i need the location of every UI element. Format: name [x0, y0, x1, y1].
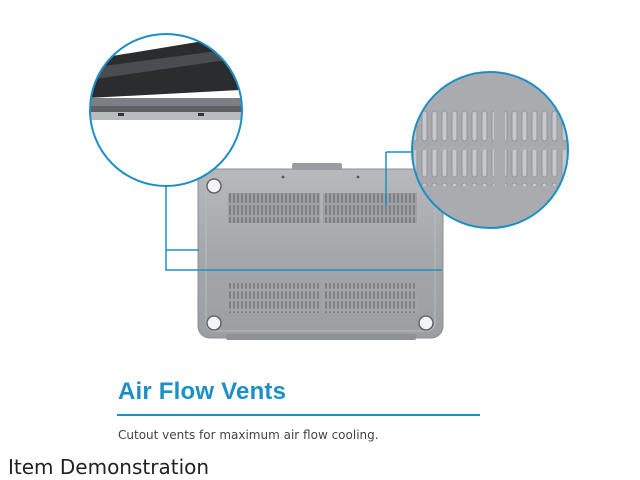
- title-underline: [117, 414, 480, 416]
- vent-zoom-detail: [411, 71, 569, 229]
- product-illustration: [89, 33, 569, 340]
- callout-lines: [165, 151, 442, 271]
- feature-title: Air Flow Vents: [118, 378, 287, 405]
- case-body: [197, 163, 444, 340]
- feature-description: Cutout vents for maximum air flow coolin…: [118, 428, 379, 442]
- edge-zoom-detail: [89, 33, 243, 187]
- section-caption: Item Demonstration: [8, 455, 210, 479]
